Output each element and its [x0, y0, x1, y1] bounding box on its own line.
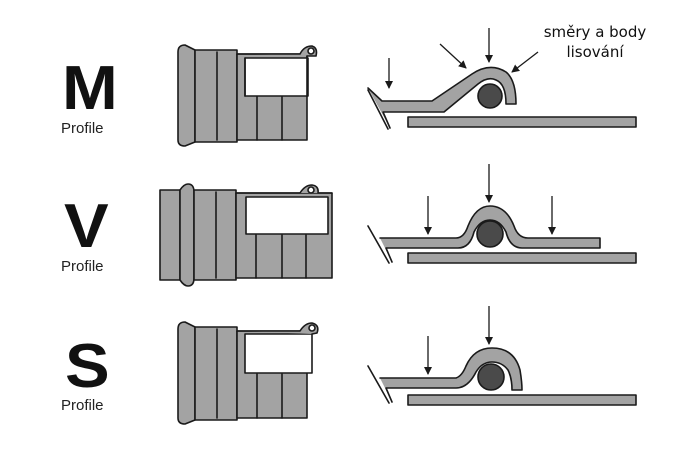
annotation-line-1: směry a body [543, 23, 647, 41]
section-m-drawing [367, 66, 637, 130]
profile-label-m: Profile [61, 120, 104, 137]
section-s-drawing [367, 347, 637, 406]
profile-letter-m: M [62, 54, 118, 123]
fitting-s-drawing [177, 321, 319, 425]
annotation-pressing-points: směry a body lisování [535, 22, 655, 62]
profile-label-v: Profile [61, 258, 104, 275]
section-v-drawing [367, 205, 637, 264]
annotation-line-2: lisování [566, 43, 624, 61]
fitting-m-drawing [177, 44, 318, 147]
profile-letter-v: V [64, 192, 109, 261]
profile-label-s: Profile [61, 397, 104, 414]
arrow-m-diag-right [511, 51, 539, 73]
profile-letter-s: S [65, 332, 110, 401]
fitting-v-drawing [159, 183, 333, 287]
arrow-m-diag-left [439, 43, 467, 69]
